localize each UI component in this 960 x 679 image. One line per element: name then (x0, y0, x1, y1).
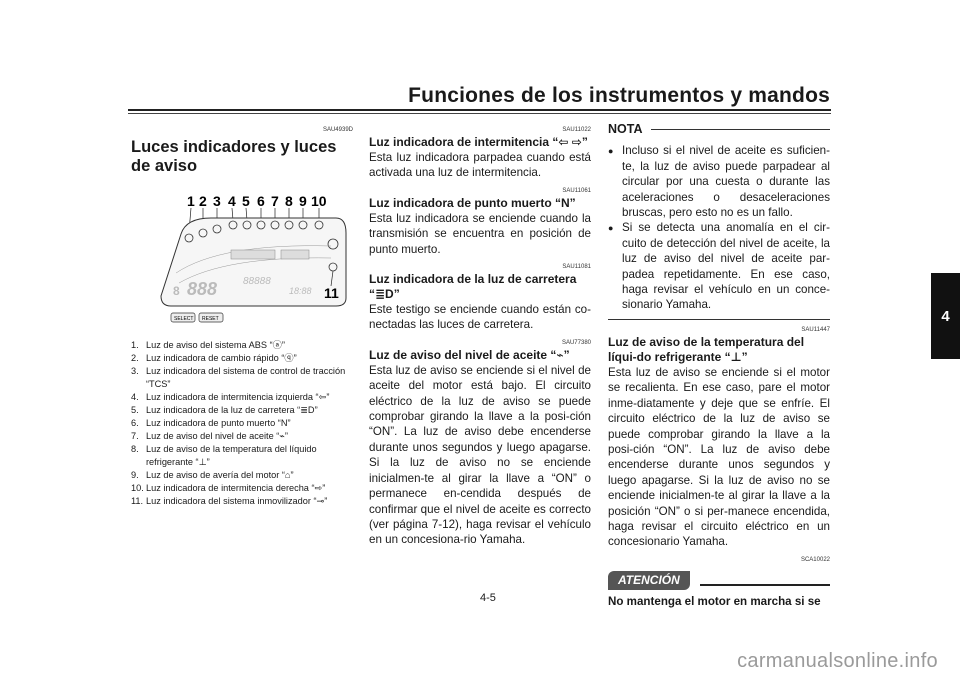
select-button-label: SELECT (174, 316, 193, 322)
reset-button-label: RESET (202, 316, 219, 322)
list-item: 4.Luz indicadora de intermitencia izquie… (131, 392, 330, 402)
dash-number-9: 9 (299, 193, 307, 209)
nota-list: ●Incluso si el nivel de aceite es sufici… (608, 143, 830, 312)
dash-number-6: 6 (257, 193, 265, 209)
svg-text:88888: 88888 (243, 276, 271, 287)
dash-number-11: 11 (324, 285, 339, 301)
atencion-code: SCA10022 (800, 556, 830, 563)
list-item: 2.Luz indicadora de cambio rápido “ⓠ” (131, 353, 297, 363)
nota-heading: NOTA (608, 122, 830, 137)
list-item: 9.Luz de aviso de avería del motor “⌂” (131, 470, 294, 480)
dash-number-2: 2 (199, 193, 207, 209)
header-divider-thin (128, 113, 831, 114)
list-item: ●Incluso si el nivel de aceite es sufici… (608, 144, 830, 220)
column-middle: SAU11022 Luz indicadora de intermitencia… (369, 120, 591, 548)
dashboard-svg: 1 2 3 4 5 6 7 8 9 10 (160, 193, 347, 323)
list-item: ●Si se detecta una anomalía en el cir-cu… (608, 221, 830, 312)
list-item: 5.Luz indicadora de la luz de carretera … (131, 405, 318, 415)
list-item: 3.Luz indicadora del sistema de control … (131, 366, 346, 389)
section-code: SAU11447 (801, 326, 830, 333)
svg-text:18:88: 18:88 (289, 286, 312, 296)
bullet-icon: ● (608, 223, 614, 234)
section-text: Esta luz de aviso se enciende si el nive… (369, 363, 591, 547)
header-divider (128, 109, 831, 111)
list-item: 11.Luz indicadora del sistema inmoviliza… (131, 496, 328, 506)
dash-number-3: 3 (213, 193, 221, 209)
dash-number-5: 5 (242, 193, 250, 209)
section-code: SAU4939D (322, 127, 353, 133)
section-code: SAU77380 (561, 339, 591, 346)
section-text: Esta luz de aviso se enciende si el moto… (608, 365, 830, 549)
chapter-tab[interactable]: 4 (931, 273, 960, 359)
bullet-icon: ● (608, 146, 614, 157)
list-item: 1.Luz de aviso del sistema ABS “ⓐ” (131, 340, 285, 350)
page-number: 4-5 (480, 592, 496, 604)
section-title: Luz indicadora de la luz de carretera “≣… (369, 272, 577, 302)
section-text: Esta luz indicadora parpadea cuando está… (369, 151, 591, 180)
section-text: Esta luz indicadora se enciende cuando l… (369, 211, 591, 256)
section-title: Luz de aviso del nivel de aceite “⌁” (369, 347, 570, 362)
dash-number-1: 1 (187, 193, 195, 209)
column-left: SAU4939D Luces indicadores y luces de av… (131, 120, 353, 508)
atencion-divider (699, 584, 830, 587)
section-title: Luz indicadora de intermitencia “⇦ ⇨” (369, 135, 588, 149)
section-title: Luz indicadora de punto muerto “N” (369, 195, 576, 210)
caption-list: 1.Luz de aviso del sistema ABS “ⓐ” 2.Luz… (131, 339, 353, 508)
atencion-heading: ATENCIÓN (608, 570, 830, 591)
nota-end-divider (608, 318, 830, 320)
dash-number-4: 4 (228, 193, 236, 209)
section-code: SAU11022 (562, 127, 591, 133)
atencion-text: No mantenga el motor en marcha si se (608, 595, 821, 609)
section-title: Luz de aviso de la temperatura del líqui… (608, 334, 805, 364)
watermark: carmanualsonline.info (737, 650, 938, 672)
dash-number-7: 7 (271, 193, 279, 209)
nota-label: NOTA (608, 122, 643, 136)
list-item: 8.Luz de aviso de la temperatura del líq… (131, 444, 317, 467)
svg-text:888: 888 (187, 279, 217, 299)
page-title: Funciones de los instrumentos y mandos (408, 84, 830, 107)
dash-number-10: 10 (311, 193, 327, 209)
dash-number-8: 8 (285, 193, 293, 209)
list-item: 6.Luz indicadora de punto muerto “N” (131, 418, 291, 428)
section-heading: Luces indicadores y luces de aviso (131, 138, 337, 175)
section-code: SAU11081 (562, 264, 591, 271)
section-code: SAU11061 (562, 187, 591, 194)
instrument-panel-illustration: 1 2 3 4 5 6 7 8 9 10 (131, 188, 353, 323)
list-item: 7.Luz de aviso del nivel de aceite “⌁” (131, 431, 288, 441)
atencion-badge: ATENCIÓN (608, 570, 690, 591)
list-item: 10.Luz indicadora de intermitencia derec… (131, 483, 326, 493)
nota-divider (650, 129, 830, 131)
column-right: NOTA ●Incluso si el nivel de aceite es s… (608, 120, 830, 610)
section-text: Este testigo se enciende cuando están co… (369, 303, 591, 332)
svg-text:8: 8 (173, 284, 180, 298)
